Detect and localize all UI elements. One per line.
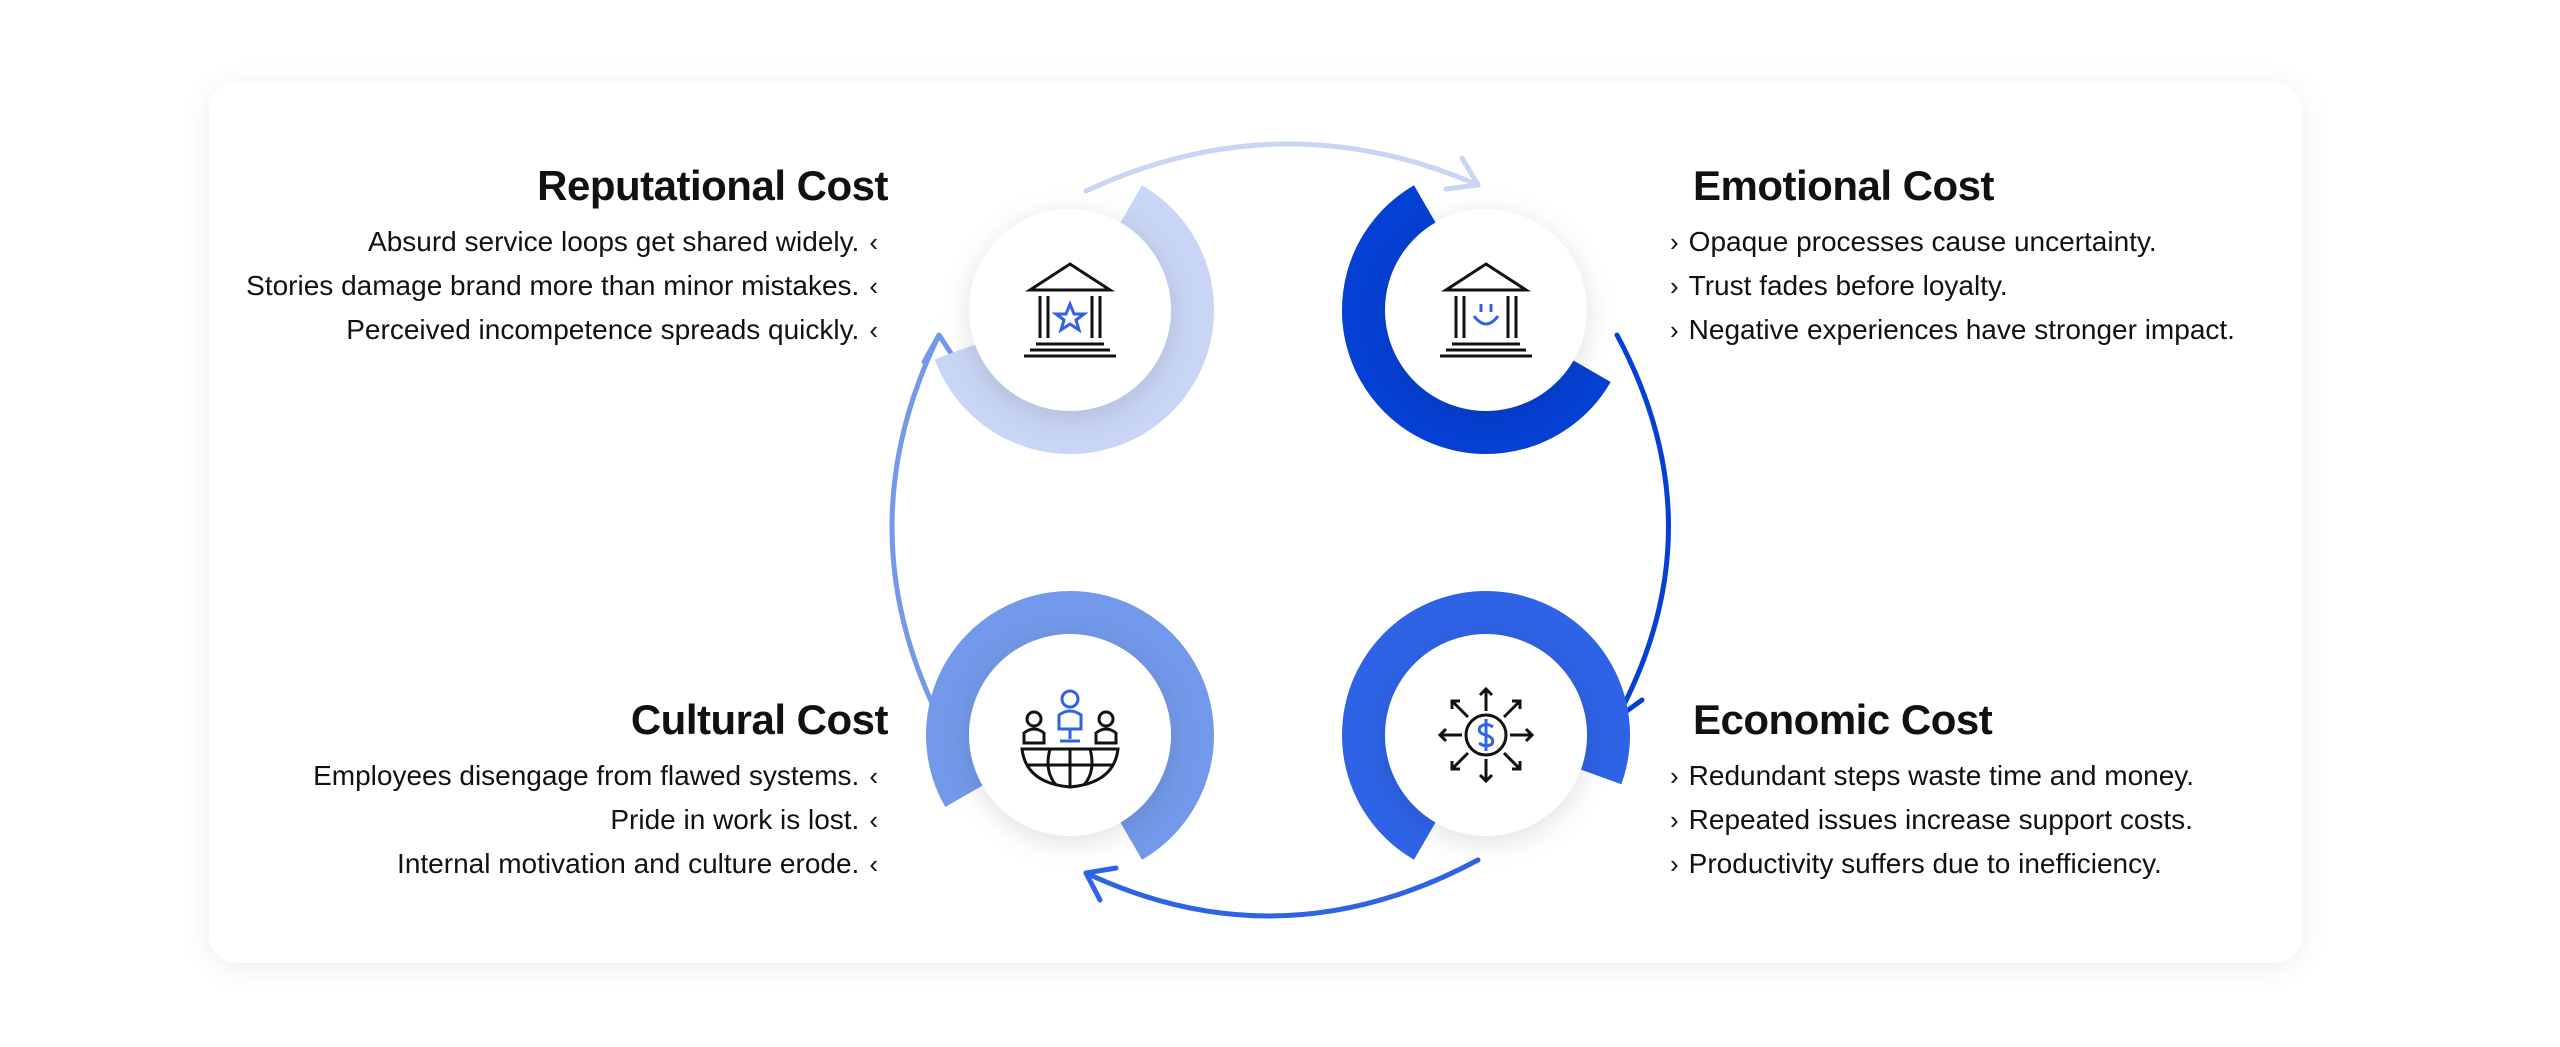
chevron-right-icon: › bbox=[1670, 271, 1679, 301]
economic-cost-block: Economic Cost ›Redundant steps waste tim… bbox=[1660, 694, 2360, 886]
cultural-cost-title: Cultural Cost bbox=[630, 696, 889, 743]
bank-smile-icon bbox=[1440, 262, 1532, 358]
list-item: ›Trust fades before loyalty. bbox=[1660, 264, 2360, 308]
arrow-economic-to-cultural bbox=[1083, 857, 1481, 919]
economic-cost-title: Economic Cost bbox=[1693, 696, 1993, 743]
cultural-cost-block: Cultural Cost Employees disengage from f… bbox=[188, 694, 888, 886]
reputational-cost-title: Reputational Cost bbox=[537, 162, 888, 209]
bank-star-icon bbox=[1024, 262, 1116, 358]
emotional-cost-title: Emotional Cost bbox=[1693, 162, 1995, 209]
chevron-left-icon: ‹ bbox=[869, 271, 878, 301]
chevron-left-icon: ‹ bbox=[869, 315, 878, 345]
chevron-right-icon: › bbox=[1670, 315, 1679, 345]
arrow-emotional-to-economic bbox=[1611, 332, 1671, 721]
arrow-reputational-to-emotional bbox=[1083, 141, 1481, 194]
list-item: Perceived incompetence spreads quickly.‹ bbox=[188, 308, 888, 352]
arrow-cultural-to-reputational bbox=[889, 332, 957, 721]
chevron-left-icon: ‹ bbox=[869, 761, 878, 791]
list-item: Stories damage brand more than minor mis… bbox=[188, 264, 888, 308]
diagram-card bbox=[209, 82, 2302, 963]
people-globe-icon bbox=[1020, 689, 1120, 789]
chevron-left-icon: ‹ bbox=[869, 227, 878, 257]
chevron-right-icon: › bbox=[1670, 849, 1679, 879]
list-item: Internal motivation and culture erode.‹ bbox=[188, 842, 888, 886]
cultural-ring bbox=[926, 591, 1214, 860]
list-item: Absurd service loops get shared widely.‹ bbox=[188, 220, 888, 264]
chevron-right-icon: › bbox=[1670, 805, 1679, 835]
list-item: ›Redundant steps waste time and money. bbox=[1660, 754, 2360, 798]
emotional-ring bbox=[1342, 185, 1611, 454]
list-item: Pride in work is lost.‹ bbox=[188, 798, 888, 842]
emotional-icon-disc bbox=[1385, 209, 1587, 411]
emotional-cost-block: Emotional Cost ›Opaque processes cause u… bbox=[1660, 160, 2360, 352]
chevron-left-icon: ‹ bbox=[869, 849, 878, 879]
list-item: ›Opaque processes cause uncertainty. bbox=[1660, 220, 2360, 264]
economic-ring bbox=[1342, 591, 1630, 860]
chevron-right-icon: › bbox=[1670, 227, 1679, 257]
chevron-left-icon: ‹ bbox=[869, 805, 878, 835]
reputational-ring bbox=[934, 185, 1214, 454]
reputational-cost-block: Reputational Cost Absurd service loops g… bbox=[188, 160, 888, 352]
list-item: ›Negative experiences have stronger impa… bbox=[1660, 308, 2360, 352]
dollar-arrows-icon bbox=[1437, 686, 1535, 784]
reputational-icon-disc bbox=[969, 209, 1171, 411]
chevron-right-icon: › bbox=[1670, 761, 1679, 791]
list-item: ›Productivity suffers due to inefficienc… bbox=[1660, 842, 2360, 886]
list-item: ›Repeated issues increase support costs. bbox=[1660, 798, 2360, 842]
list-item: Employees disengage from flawed systems.… bbox=[188, 754, 888, 798]
